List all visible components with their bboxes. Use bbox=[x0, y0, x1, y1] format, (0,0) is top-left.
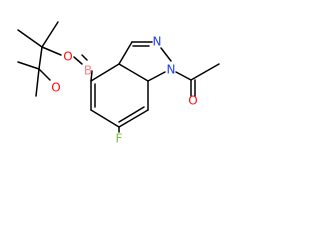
bond bbox=[90, 70, 93, 82]
atom-label-o-ring-lower: O bbox=[51, 81, 60, 95]
atom-labels: N N O O O B F bbox=[51, 35, 197, 146]
bond bbox=[118, 109, 149, 128]
bond-lines bbox=[17, 21, 220, 133]
bond bbox=[41, 46, 62, 56]
molecule-canvas: N N O O O B F bbox=[0, 0, 231, 161]
bond bbox=[190, 63, 220, 81]
bond bbox=[90, 63, 120, 82]
bond bbox=[118, 41, 133, 65]
bond bbox=[147, 71, 166, 82]
bond bbox=[17, 61, 40, 70]
bond bbox=[17, 29, 43, 48]
bond bbox=[118, 63, 149, 82]
bond bbox=[160, 47, 172, 62]
bond bbox=[175, 71, 192, 81]
atom-label-n-substituted: N bbox=[167, 63, 176, 77]
bond bbox=[38, 46, 43, 70]
bond bbox=[38, 68, 51, 81]
atom-label-boron: B bbox=[84, 64, 92, 78]
molecule-structure: N N O O O B F bbox=[17, 21, 220, 146]
atom-label-o-carbonyl: O bbox=[188, 94, 197, 108]
atom-label-o-ring-upper: O bbox=[63, 50, 72, 64]
atom-label-fluorine: F bbox=[116, 132, 123, 146]
bond bbox=[81, 54, 88, 61]
bond bbox=[90, 109, 120, 128]
bond bbox=[41, 21, 59, 48]
bond bbox=[35, 68, 40, 97]
bond bbox=[118, 106, 145, 123]
atom-label-n-ring: N bbox=[153, 35, 162, 49]
bond bbox=[73, 56, 83, 65]
